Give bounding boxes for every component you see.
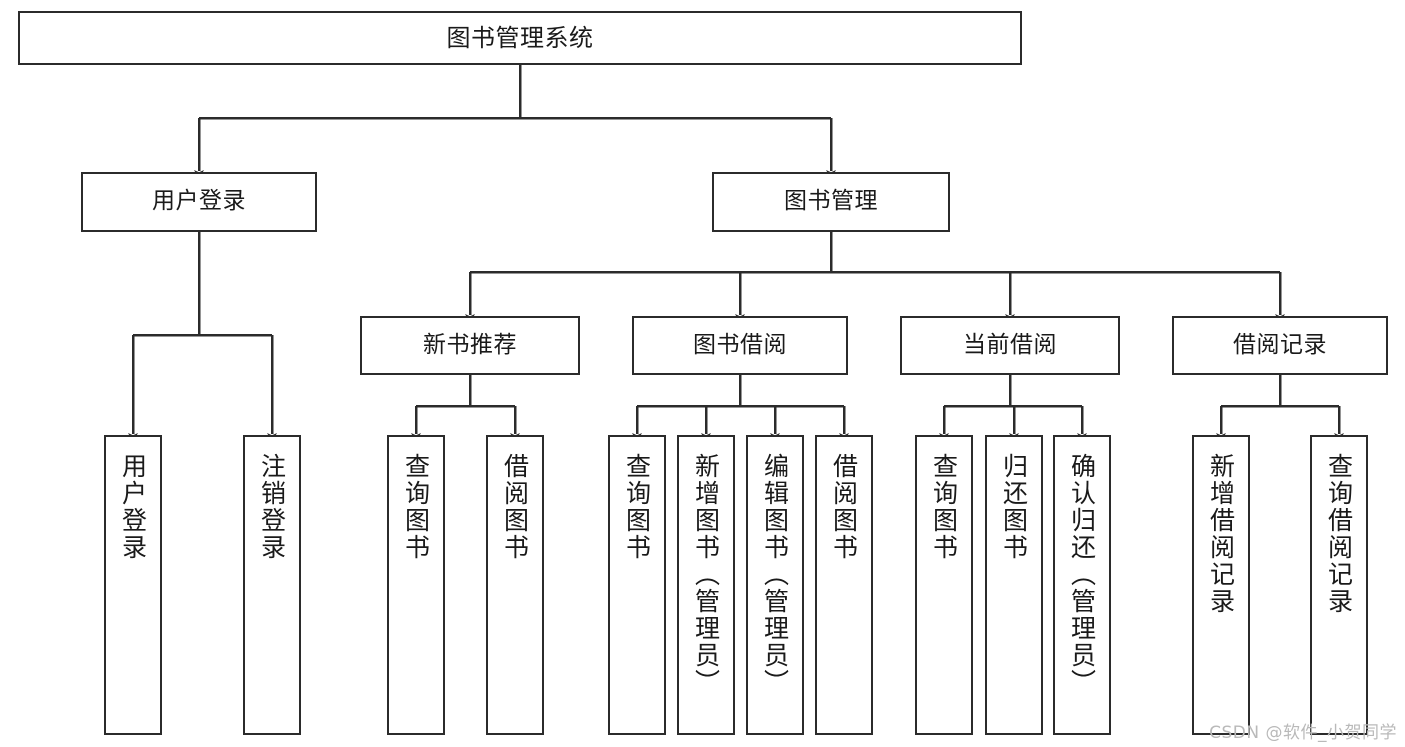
node-leaf-borrow-book-1[interactable]: 借阅图书	[486, 435, 544, 735]
node-leaf-add-record[interactable]: 新增借阅记录	[1192, 435, 1250, 735]
node-label-leaf-query-record: 查询借阅记录	[1324, 453, 1354, 615]
node-book-borrow[interactable]: 图书借阅	[632, 316, 848, 375]
node-label-leaf-confirm-return: 确认归还（管理员）	[1067, 453, 1097, 696]
node-label-new-book-rec: 新书推荐	[423, 331, 517, 358]
node-label-leaf-query-book-1: 查询图书	[401, 453, 431, 561]
node-label-user-login: 用户登录	[152, 188, 246, 215]
node-leaf-add-book[interactable]: 新增图书（管理员）	[677, 435, 735, 735]
node-label-leaf-query-book-2: 查询图书	[622, 453, 652, 561]
node-leaf-query-book-3[interactable]: 查询图书	[915, 435, 973, 735]
node-leaf-borrow-book-2[interactable]: 借阅图书	[815, 435, 873, 735]
node-root[interactable]: 图书管理系统	[18, 11, 1022, 65]
node-label-leaf-edit-book: 编辑图书（管理员）	[760, 453, 790, 696]
node-label-leaf-add-book: 新增图书（管理员）	[691, 453, 721, 696]
node-book-manage[interactable]: 图书管理	[712, 172, 950, 232]
node-label-leaf-borrow-book-1: 借阅图书	[500, 453, 530, 561]
node-leaf-query-book-1[interactable]: 查询图书	[387, 435, 445, 735]
node-label-leaf-add-record: 新增借阅记录	[1206, 453, 1236, 615]
node-leaf-confirm-return[interactable]: 确认归还（管理员）	[1053, 435, 1111, 735]
node-label-leaf-user-logout: 注销登录	[257, 453, 287, 561]
node-label-borrow-record: 借阅记录	[1233, 331, 1327, 358]
node-leaf-edit-book[interactable]: 编辑图书（管理员）	[746, 435, 804, 735]
node-label-leaf-borrow-book-2: 借阅图书	[829, 453, 859, 561]
node-current-borrow[interactable]: 当前借阅	[900, 316, 1120, 375]
node-leaf-query-book-2[interactable]: 查询图书	[608, 435, 666, 735]
node-label-leaf-query-book-3: 查询图书	[929, 453, 959, 561]
node-user-login[interactable]: 用户登录	[81, 172, 317, 232]
node-label-current-borrow: 当前借阅	[963, 331, 1057, 358]
connector-lines	[128, 65, 1344, 442]
node-leaf-user-login[interactable]: 用户登录	[104, 435, 162, 735]
node-new-book-rec[interactable]: 新书推荐	[360, 316, 580, 375]
node-leaf-user-logout[interactable]: 注销登录	[243, 435, 301, 735]
watermark-label: CSDN @软件_小贺同学	[1209, 723, 1397, 743]
node-label-root: 图书管理系统	[446, 23, 594, 52]
node-leaf-query-record[interactable]: 查询借阅记录	[1310, 435, 1368, 735]
node-label-book-manage: 图书管理	[784, 188, 878, 215]
node-label-leaf-return-book: 归还图书	[999, 453, 1029, 561]
node-label-leaf-user-login: 用户登录	[118, 453, 148, 561]
node-label-book-borrow: 图书借阅	[693, 331, 787, 358]
node-borrow-record[interactable]: 借阅记录	[1172, 316, 1388, 375]
node-leaf-return-book[interactable]: 归还图书	[985, 435, 1043, 735]
